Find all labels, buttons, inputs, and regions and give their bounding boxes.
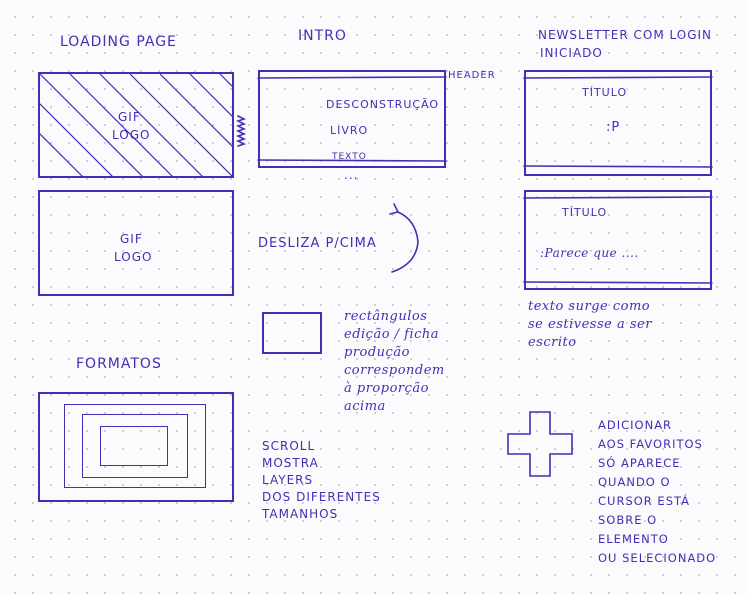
newsletter-card-2: TÍTULO :Parece que .... <box>524 190 712 290</box>
note-line: SÓ APARECE <box>598 456 681 470</box>
card-footer-rule <box>523 165 713 168</box>
note-line: QUANDO O <box>598 475 671 489</box>
plus-icon <box>507 411 573 477</box>
swipe-up-arrow-head <box>389 203 399 215</box>
newsletter-title: NEWSLETTER COM LOGIN <box>538 28 713 42</box>
note-line: produção <box>344 345 410 360</box>
note-line: TAMANHOS <box>262 507 339 521</box>
swipe-up-label: DESLIZA P/CIMA <box>258 236 377 251</box>
card-body: :Parece que .... <box>540 246 639 260</box>
note-line: CURSOR ESTÁ <box>598 494 690 508</box>
formatos-inner-frame <box>82 414 188 478</box>
note-line: OU SELECIONADO <box>598 551 717 565</box>
loading-frame-hatched: GIF LOGO <box>38 72 234 178</box>
intro-title: INTRO <box>298 28 347 44</box>
card-footer-rule <box>523 281 713 284</box>
note-line: texto surge como <box>528 299 651 314</box>
intro-continuation-dots: ... <box>344 168 359 182</box>
hatch-pattern <box>40 74 232 176</box>
logo-label: LOGO <box>114 250 153 264</box>
intro-line-livro: LIVRO <box>330 124 369 137</box>
formatos-outer-frame <box>38 392 234 502</box>
logo-label: LOGO <box>112 128 151 142</box>
intro-line-texto: TEXTO <box>332 152 367 162</box>
rectangle-note: rectângulos edição / ficha produção corr… <box>344 308 445 416</box>
newsletter-card-1: TÍTULO :P <box>524 70 712 176</box>
edge-squiggle <box>235 115 247 147</box>
scroll-note: SCROLL MOSTRA LAYERS DOS DIFERENTES TAMA… <box>262 438 381 523</box>
note-line: SOBRE O <box>598 513 658 527</box>
card-header-rule <box>523 76 713 79</box>
note-line: LAYERS <box>262 473 314 487</box>
formatos-core-frame <box>100 426 168 466</box>
note-line: escrito <box>528 335 577 350</box>
note-line: edição / ficha <box>344 327 440 342</box>
newsletter-note: texto surge como se estivesse a ser escr… <box>528 298 652 352</box>
small-rectangle <box>262 312 322 354</box>
note-line: correspondem <box>344 363 445 378</box>
gif-label: GIF <box>118 110 141 124</box>
formatos-title: FORMATOS <box>76 356 162 372</box>
card-header-rule <box>523 196 713 199</box>
gif-label: GIF <box>120 232 143 246</box>
note-line: à proporção <box>344 381 429 396</box>
intro-line-desconstrucao: DESCONSTRUÇÃO <box>326 98 440 111</box>
card-body: :P <box>606 120 621 135</box>
formatos-middle-frame <box>64 404 206 488</box>
intro-frame <box>258 70 446 168</box>
footer-rule <box>257 159 447 162</box>
loading-frame-plain: GIF LOGO <box>38 190 234 296</box>
note-line: ADICIONAR <box>598 418 673 432</box>
note-line: acima <box>344 399 386 414</box>
note-line: se estivesse a ser <box>528 317 652 332</box>
loading-page-title: LOADING PAGE <box>60 34 177 50</box>
card-title: TÍTULO <box>582 86 628 99</box>
note-line: SCROLL <box>262 439 316 453</box>
note-line: ELEMENTO <box>598 532 669 546</box>
card-title: TÍTULO <box>562 206 608 219</box>
newsletter-title-line2: INICIADO <box>540 46 603 60</box>
note-line: MOSTRA <box>262 456 319 470</box>
header-rule <box>257 76 447 79</box>
note-line: DOS DIFERENTES <box>262 490 381 504</box>
swipe-up-arrow-curve <box>391 211 419 273</box>
favorites-note: ADICIONAR AOS FAVORITOS SÓ APARECE QUAND… <box>598 416 716 568</box>
note-line: AOS FAVORITOS <box>598 437 703 451</box>
header-label: HEADER <box>448 70 496 81</box>
note-line: rectângulos <box>344 309 428 324</box>
